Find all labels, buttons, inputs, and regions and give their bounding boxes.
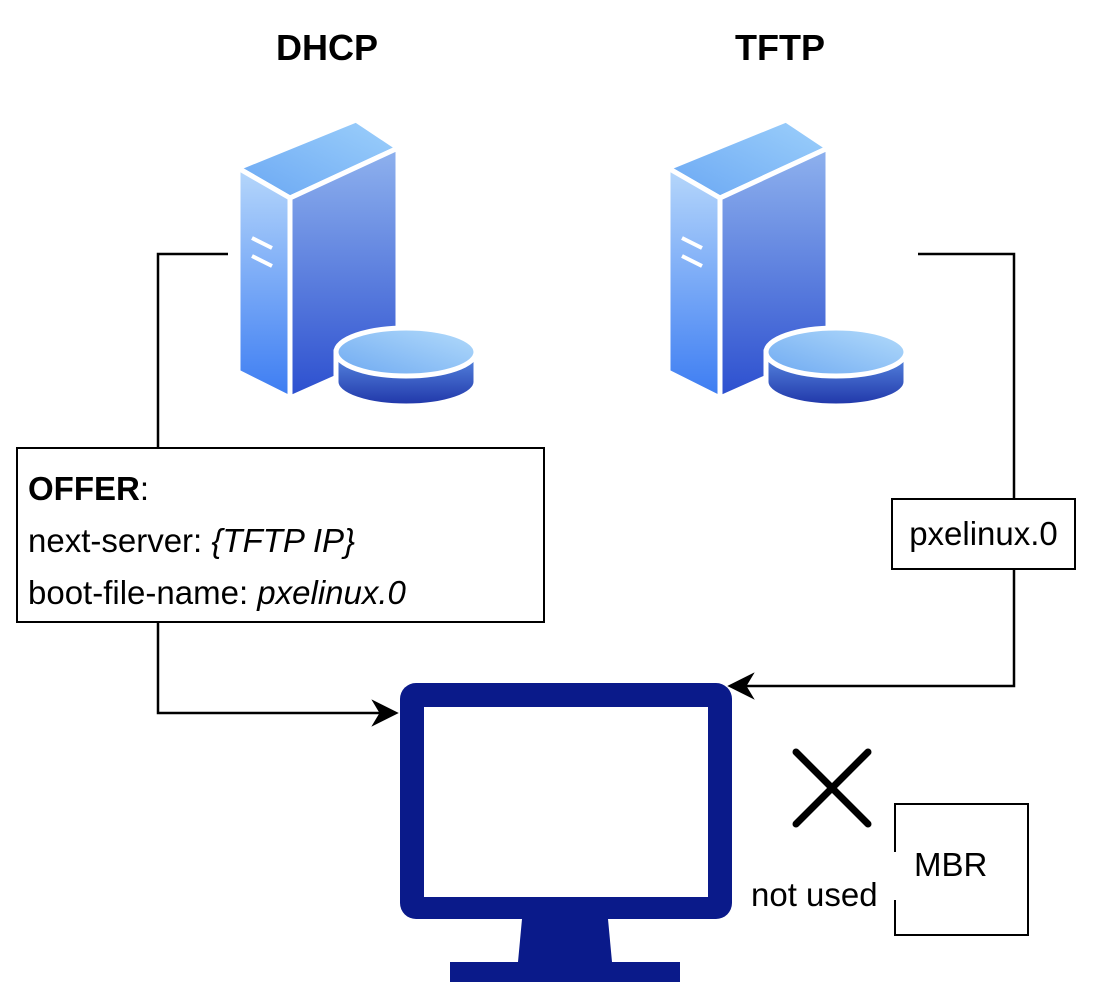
dhcp-disk-icon xyxy=(333,325,479,409)
dhcp-title: DHCP xyxy=(276,27,379,68)
offer-box: OFFER: next-server: {TFTP IP} boot-file-… xyxy=(16,447,545,623)
boot-file-value: pxelinux.0 xyxy=(257,574,406,611)
tftp-file-box: pxelinux.0 xyxy=(891,498,1076,570)
client-monitor-icon xyxy=(400,683,732,982)
boot-file-row: boot-file-name: pxelinux.0 xyxy=(28,567,543,619)
mbr-status-label: not used xyxy=(751,876,878,913)
offer-heading: OFFER xyxy=(28,470,140,507)
mbr-box xyxy=(894,803,1029,936)
tftp-file-label: pxelinux.0 xyxy=(909,515,1058,552)
offer-heading-colon: : xyxy=(139,470,149,507)
tftp-title: TFTP xyxy=(735,27,825,68)
tftp-server-icon xyxy=(665,117,909,409)
next-server-key: next-server: xyxy=(28,522,212,559)
dhcp-server-icon xyxy=(235,117,479,409)
boot-file-key: boot-file-name: xyxy=(28,574,258,611)
tftp-disk-icon xyxy=(763,325,909,409)
next-server-value: {TFTP IP} xyxy=(211,522,356,559)
next-server-row: next-server: {TFTP IP} xyxy=(28,515,543,567)
mbr-label: MBR xyxy=(914,846,988,883)
offer-heading-row: OFFER: xyxy=(28,463,543,515)
tftp-to-client-connector xyxy=(727,252,1016,700)
cross-icon xyxy=(792,748,872,828)
